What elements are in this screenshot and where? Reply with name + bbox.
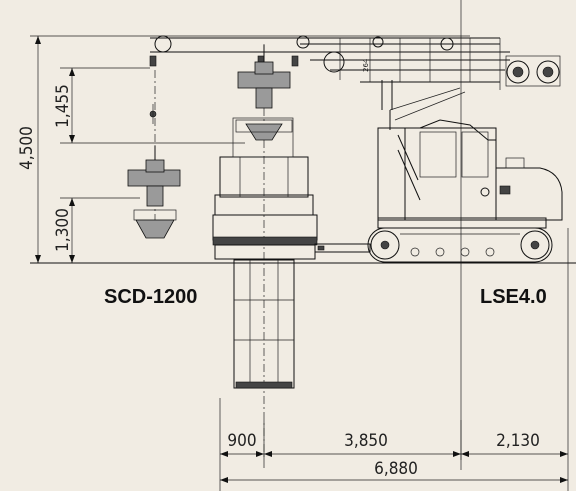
overall-length-label: 6,880 [374, 459, 418, 479]
attachment-model-label: SCD-1200 [104, 286, 197, 308]
bottom-dimensions: 900 3,850 2,130 6,880 [219, 228, 569, 491]
lower-height-label: 1,300 [53, 208, 73, 252]
casing-frame [212, 117, 318, 389]
left-dimensions: 4,500 1,455 1,300 [17, 35, 470, 264]
boom-tag-label: 264 [362, 58, 370, 72]
drill-head-lower [127, 104, 181, 239]
boom: 264 [149, 35, 561, 121]
base-machine [314, 110, 563, 263]
upper-stroke-label: 1,455 [53, 84, 73, 128]
center-to-rear-label: 3,850 [344, 431, 388, 451]
base-machine-model-label: LSE4.0 [480, 286, 547, 308]
drill-head-upper [235, 45, 293, 141]
front-offset-label: 900 [227, 431, 256, 451]
rear-overhang-label: 2,130 [496, 431, 540, 451]
overall-height-label: 4,500 [17, 126, 37, 170]
